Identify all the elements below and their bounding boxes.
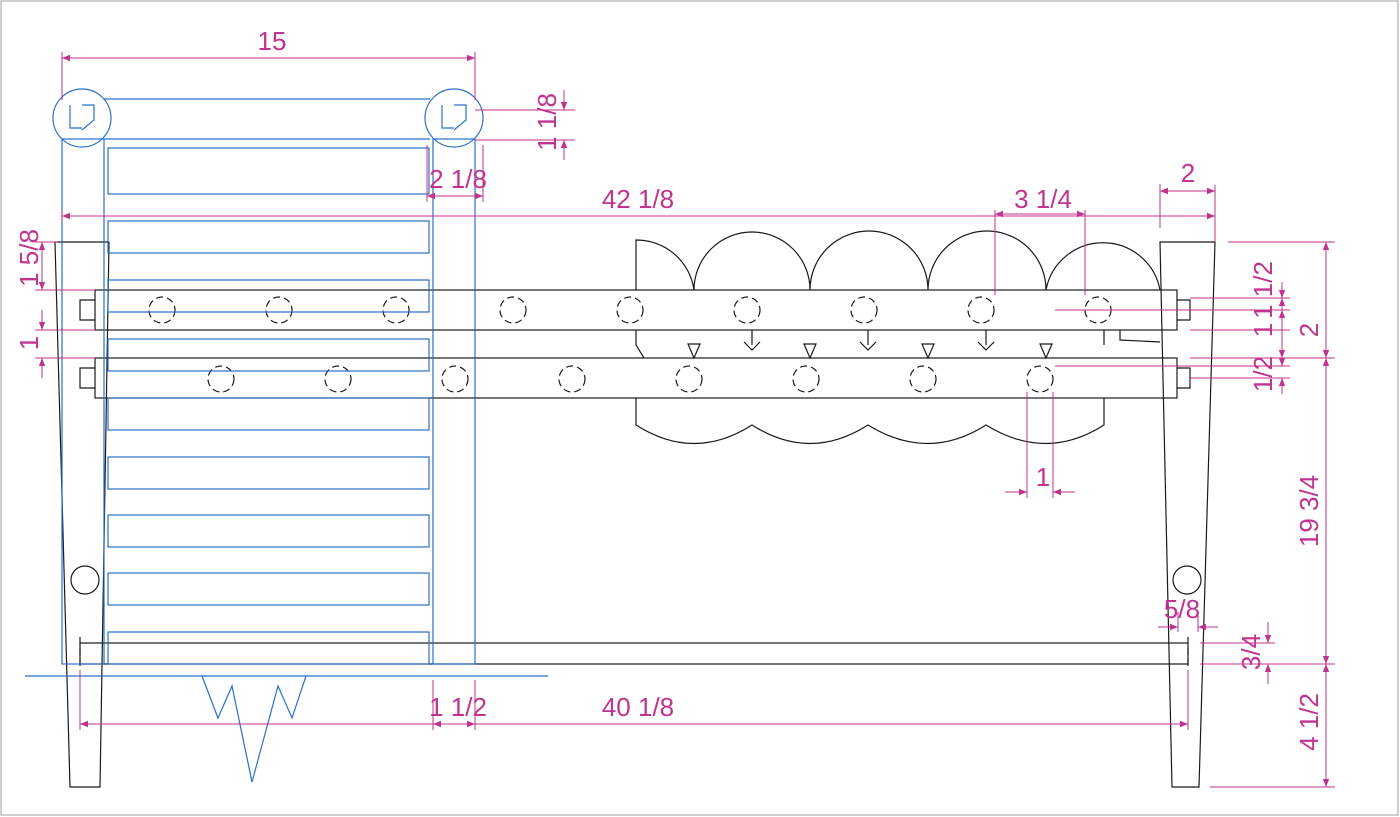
dim-1-left: 1 [14,336,44,350]
dim-2-1-8: 2 1/8 [429,164,487,194]
seat-corner-right-joint [441,104,467,131]
left-leg-dowel [70,565,100,595]
dim-3-4: 3/4 [1236,634,1266,670]
seat-slat [107,456,430,490]
seat-frame-left [61,138,105,665]
left-leg [54,241,110,788]
seat-slat [107,220,430,254]
dim-1-1-8: 1 1/8 [532,93,562,151]
bottom-rail [94,357,1178,399]
dim-1-1-2-bottom: 1 1/2 [429,692,487,722]
seat-slat [107,279,430,313]
dim-4-1-2: 4 1/2 [1294,693,1324,751]
bottom-rail-tenon-left [79,367,95,389]
seat-corner-left-joint [69,104,95,131]
rail-brace [1119,330,1161,343]
dim-1-1-2-right: 1 1/2 [1248,261,1278,319]
dim-42-1-8: 42 1/8 [602,184,674,214]
seat-slat [107,572,430,606]
break-symbol [201,675,307,783]
seat-slat [107,397,430,431]
seat-slat [107,514,430,548]
seat-frame-right [432,138,476,665]
dim-3-1-4: 3 1/4 [1014,184,1072,214]
stretcher-tenon-marks [79,637,1189,670]
lower-rail-dowels [207,365,1054,393]
dim-1-5-8: 1 5/8 [14,229,44,287]
seat-side-view [25,88,548,783]
dim-19-3-4: 19 3/4 [1294,475,1324,547]
dimension-lines [35,52,1335,788]
backrest-scallops-top [635,230,1161,291]
top-rail-tenon-left [79,299,95,321]
lower-stretcher [79,642,1189,665]
right-leg-dowel [1172,565,1202,595]
seat-corner-left [52,88,112,148]
top-rail [94,289,1178,331]
dim-1-2-right: 1/2 [1248,356,1278,392]
dim-2-right: 2 [1294,323,1324,337]
seat-corner-right [424,88,484,148]
dim-2-top: 2 [1181,158,1195,188]
backrest-scallops-bottom [635,398,1105,445]
upper-rail-dowels [148,296,1112,324]
dim-5-8: 5/8 [1164,594,1200,624]
seat-slat [107,147,430,195]
right-leg [1159,241,1216,788]
dim-1-bottom: 1 [1036,462,1050,492]
rail-connectors [635,330,1105,360]
bottom-rail-tenon-right [1177,367,1191,389]
dim-1-right: 1 [1248,323,1278,337]
dim-15: 15 [258,26,287,56]
dimension-labels: 15 1 1/8 2 1/8 42 1/8 3 1/4 2 1 5/8 1 1 … [14,26,1324,751]
seat-slat [107,338,430,372]
seat-slat [107,631,430,665]
dim-40-1-8: 40 1/8 [602,692,674,722]
